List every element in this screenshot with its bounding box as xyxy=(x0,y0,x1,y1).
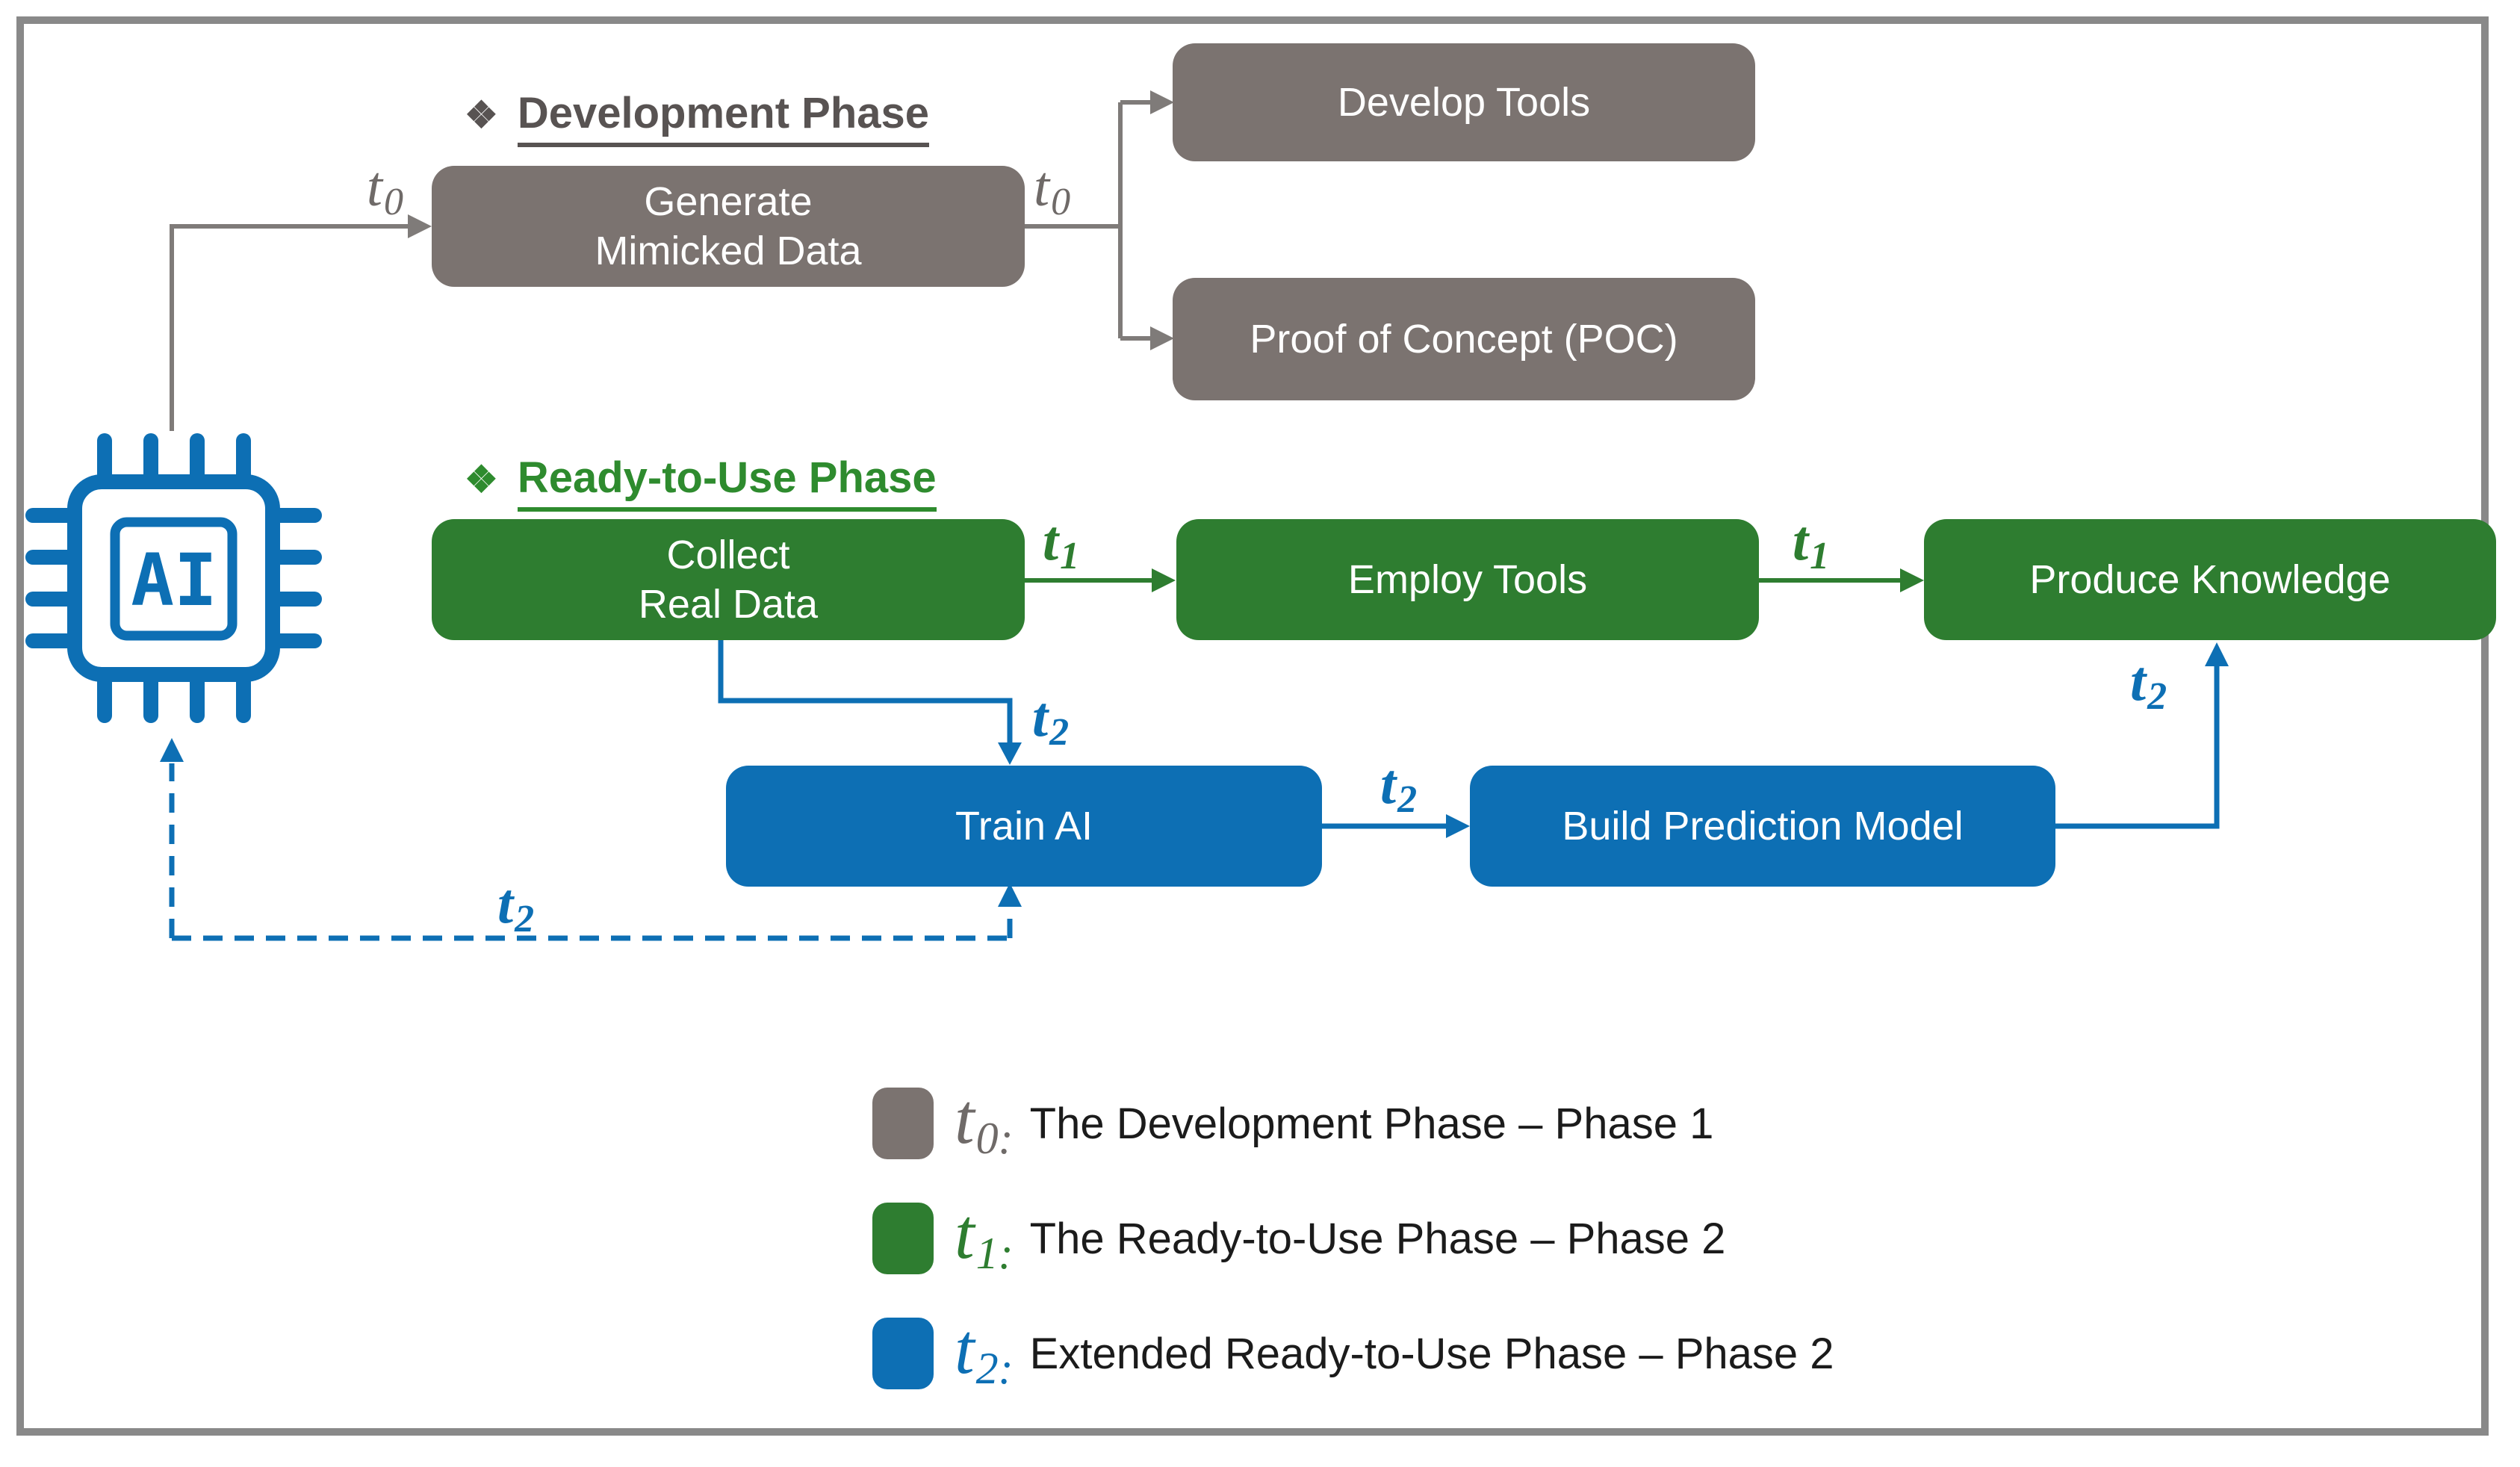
chip-ai-label: AI xyxy=(131,539,217,622)
arrowhead-into-train-bottom xyxy=(998,883,1022,907)
label-t2-into-train: t2 xyxy=(1032,686,1070,754)
arrowhead-into-employ xyxy=(1152,568,1176,592)
label-t2-feedback: t2 xyxy=(497,872,535,940)
t-sub: 1 xyxy=(1810,535,1830,577)
legend-item-extended: t2: Extended Ready-to-Use Phase – Phase … xyxy=(872,1312,1834,1395)
t-sub: 2 xyxy=(1397,778,1418,821)
node-employ-tools: Employ Tools xyxy=(1176,519,1759,640)
development-phase-heading: ❖ Development Phase xyxy=(465,88,930,147)
ai-chip-icon: AI xyxy=(25,433,322,723)
node-proof-of-concept: Proof of Concept (POC) xyxy=(1173,278,1755,400)
t-sub: 2 xyxy=(1049,711,1070,754)
node-develop-tools: Develop Tools xyxy=(1173,43,1755,161)
node-label: Produce Knowledge xyxy=(2029,557,2391,602)
node-produce-knowledge: Produce Knowledge xyxy=(1924,519,2496,640)
label-t0-generate-branch: t0 xyxy=(1034,155,1071,223)
t-sub: 0 xyxy=(384,181,403,223)
t-sub: 2 xyxy=(2147,675,2167,718)
legend-item-ready: t1: The Ready-to-Use Phase – Phase 2 xyxy=(872,1197,1725,1280)
label-t2-build-to-produce: t2 xyxy=(2130,650,2167,718)
arrowhead-into-chip xyxy=(160,738,184,762)
node-label: Proof of Concept (POC) xyxy=(1250,317,1678,362)
chip-body xyxy=(67,474,280,682)
node-label: Develop Tools xyxy=(1337,80,1591,125)
node-label: Collect xyxy=(666,533,790,577)
node-collect-real-data: Collect Real Data xyxy=(432,519,1025,640)
legend-text-ready: The Ready-to-Use Phase – Phase 2 xyxy=(1029,1214,1726,1263)
node-label: Train AI xyxy=(955,804,1093,849)
t-base: t xyxy=(955,1194,975,1274)
legend-swatch-blue xyxy=(872,1318,934,1389)
diamond-bullet-icon: ❖ xyxy=(465,94,498,136)
t-sub: 0 xyxy=(1051,181,1071,223)
development-phase-heading-text: Development Phase xyxy=(517,88,930,147)
node-build-prediction-model: Build Prediction Model xyxy=(1470,766,2055,887)
arrowhead-into-produce xyxy=(1900,568,1924,592)
chip-inner-square xyxy=(110,517,238,641)
label-t1-collect-to-employ: t1 xyxy=(1043,509,1080,577)
t-base: t xyxy=(2130,650,2147,713)
node-train-ai: Train AI xyxy=(726,766,1322,887)
arrowhead-into-build xyxy=(1446,814,1470,838)
node-label: Mimicked Data xyxy=(595,229,862,273)
t-base: t xyxy=(955,1079,975,1159)
t-base: t xyxy=(955,1309,975,1389)
t-base: t xyxy=(1380,753,1397,816)
legend-swatch-gray xyxy=(872,1088,934,1159)
dashed-feedback-line xyxy=(169,763,1013,941)
arrow-build-to-produce xyxy=(2055,665,2220,829)
t-sub: 0: xyxy=(975,1114,1014,1163)
node-label: Employ Tools xyxy=(1347,557,1588,602)
arrowhead-into-develop-tools xyxy=(1150,90,1174,114)
legend-swatch-green xyxy=(872,1203,934,1274)
t-sub: 1: xyxy=(975,1229,1014,1278)
legend-item-development: t0: The Development Phase – Phase 1 xyxy=(872,1082,1713,1165)
arrowhead-into-produce-bottom xyxy=(2205,642,2229,666)
t-base: t xyxy=(1793,509,1809,572)
t-base: t xyxy=(1043,509,1059,572)
legend-t2-label: t2: xyxy=(955,1313,1014,1394)
arrowhead-into-train-top xyxy=(998,742,1022,765)
ready-phase-heading-text: Ready-to-Use Phase xyxy=(517,453,937,512)
node-generate-mimicked-data: Generate Mimicked Data xyxy=(432,166,1025,287)
legend-t0-label: t0: xyxy=(955,1083,1014,1164)
t-base: t xyxy=(1032,686,1049,748)
arrow-generate-branch xyxy=(1025,100,1153,341)
t-base: t xyxy=(497,872,514,935)
t-sub: 1 xyxy=(1060,535,1080,577)
node-label: Real Data xyxy=(638,582,819,627)
legend-t1-label: t1: xyxy=(955,1198,1014,1279)
legend-text-extended: Extended Ready-to-Use Phase – Phase 2 xyxy=(1029,1329,1834,1378)
diamond-bullet-icon: ❖ xyxy=(465,459,498,500)
t-sub: 2 xyxy=(515,898,535,940)
t-base: t xyxy=(366,155,382,218)
t-sub: 2: xyxy=(975,1344,1014,1393)
outer-frame xyxy=(16,16,2489,1436)
label-t0-chip-to-generate: t0 xyxy=(314,155,403,223)
ready-phase-heading: ❖ Ready-to-Use Phase xyxy=(465,453,937,512)
node-label: Build Prediction Model xyxy=(1562,804,1964,849)
t-base: t xyxy=(1034,155,1050,218)
node-label: Generate xyxy=(644,179,813,224)
arrowhead-into-poc xyxy=(1150,326,1174,350)
arrowhead-into-generate xyxy=(408,214,432,238)
label-t2-train-to-build: t2 xyxy=(1380,753,1418,821)
arrow-collect-to-train xyxy=(718,639,1013,744)
legend-text-development: The Development Phase – Phase 1 xyxy=(1029,1099,1714,1148)
label-t1-employ-to-produce: t1 xyxy=(1793,509,1830,577)
arrow-chip-to-generate xyxy=(170,224,409,431)
